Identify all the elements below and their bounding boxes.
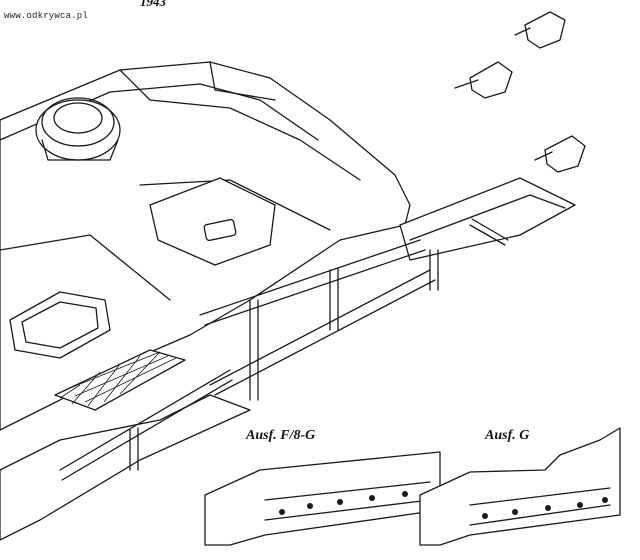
detail-right	[419, 427, 621, 546]
caption-ausf-g: Ausf. G	[485, 428, 530, 443]
detail-left	[204, 451, 441, 546]
mesh-grille	[54, 349, 186, 411]
caption-ausf-f8g: Ausf. F/8-G	[246, 428, 316, 443]
bracket-parts	[454, 11, 586, 173]
year-label: 1943	[140, 0, 166, 9]
hatch-plate	[149, 177, 276, 266]
engine-hatch	[9, 291, 111, 359]
fender	[0, 177, 576, 541]
tube-frame	[59, 218, 509, 481]
cupola	[35, 97, 121, 161]
watermark-text: www.odkrywca.pl	[4, 11, 89, 21]
